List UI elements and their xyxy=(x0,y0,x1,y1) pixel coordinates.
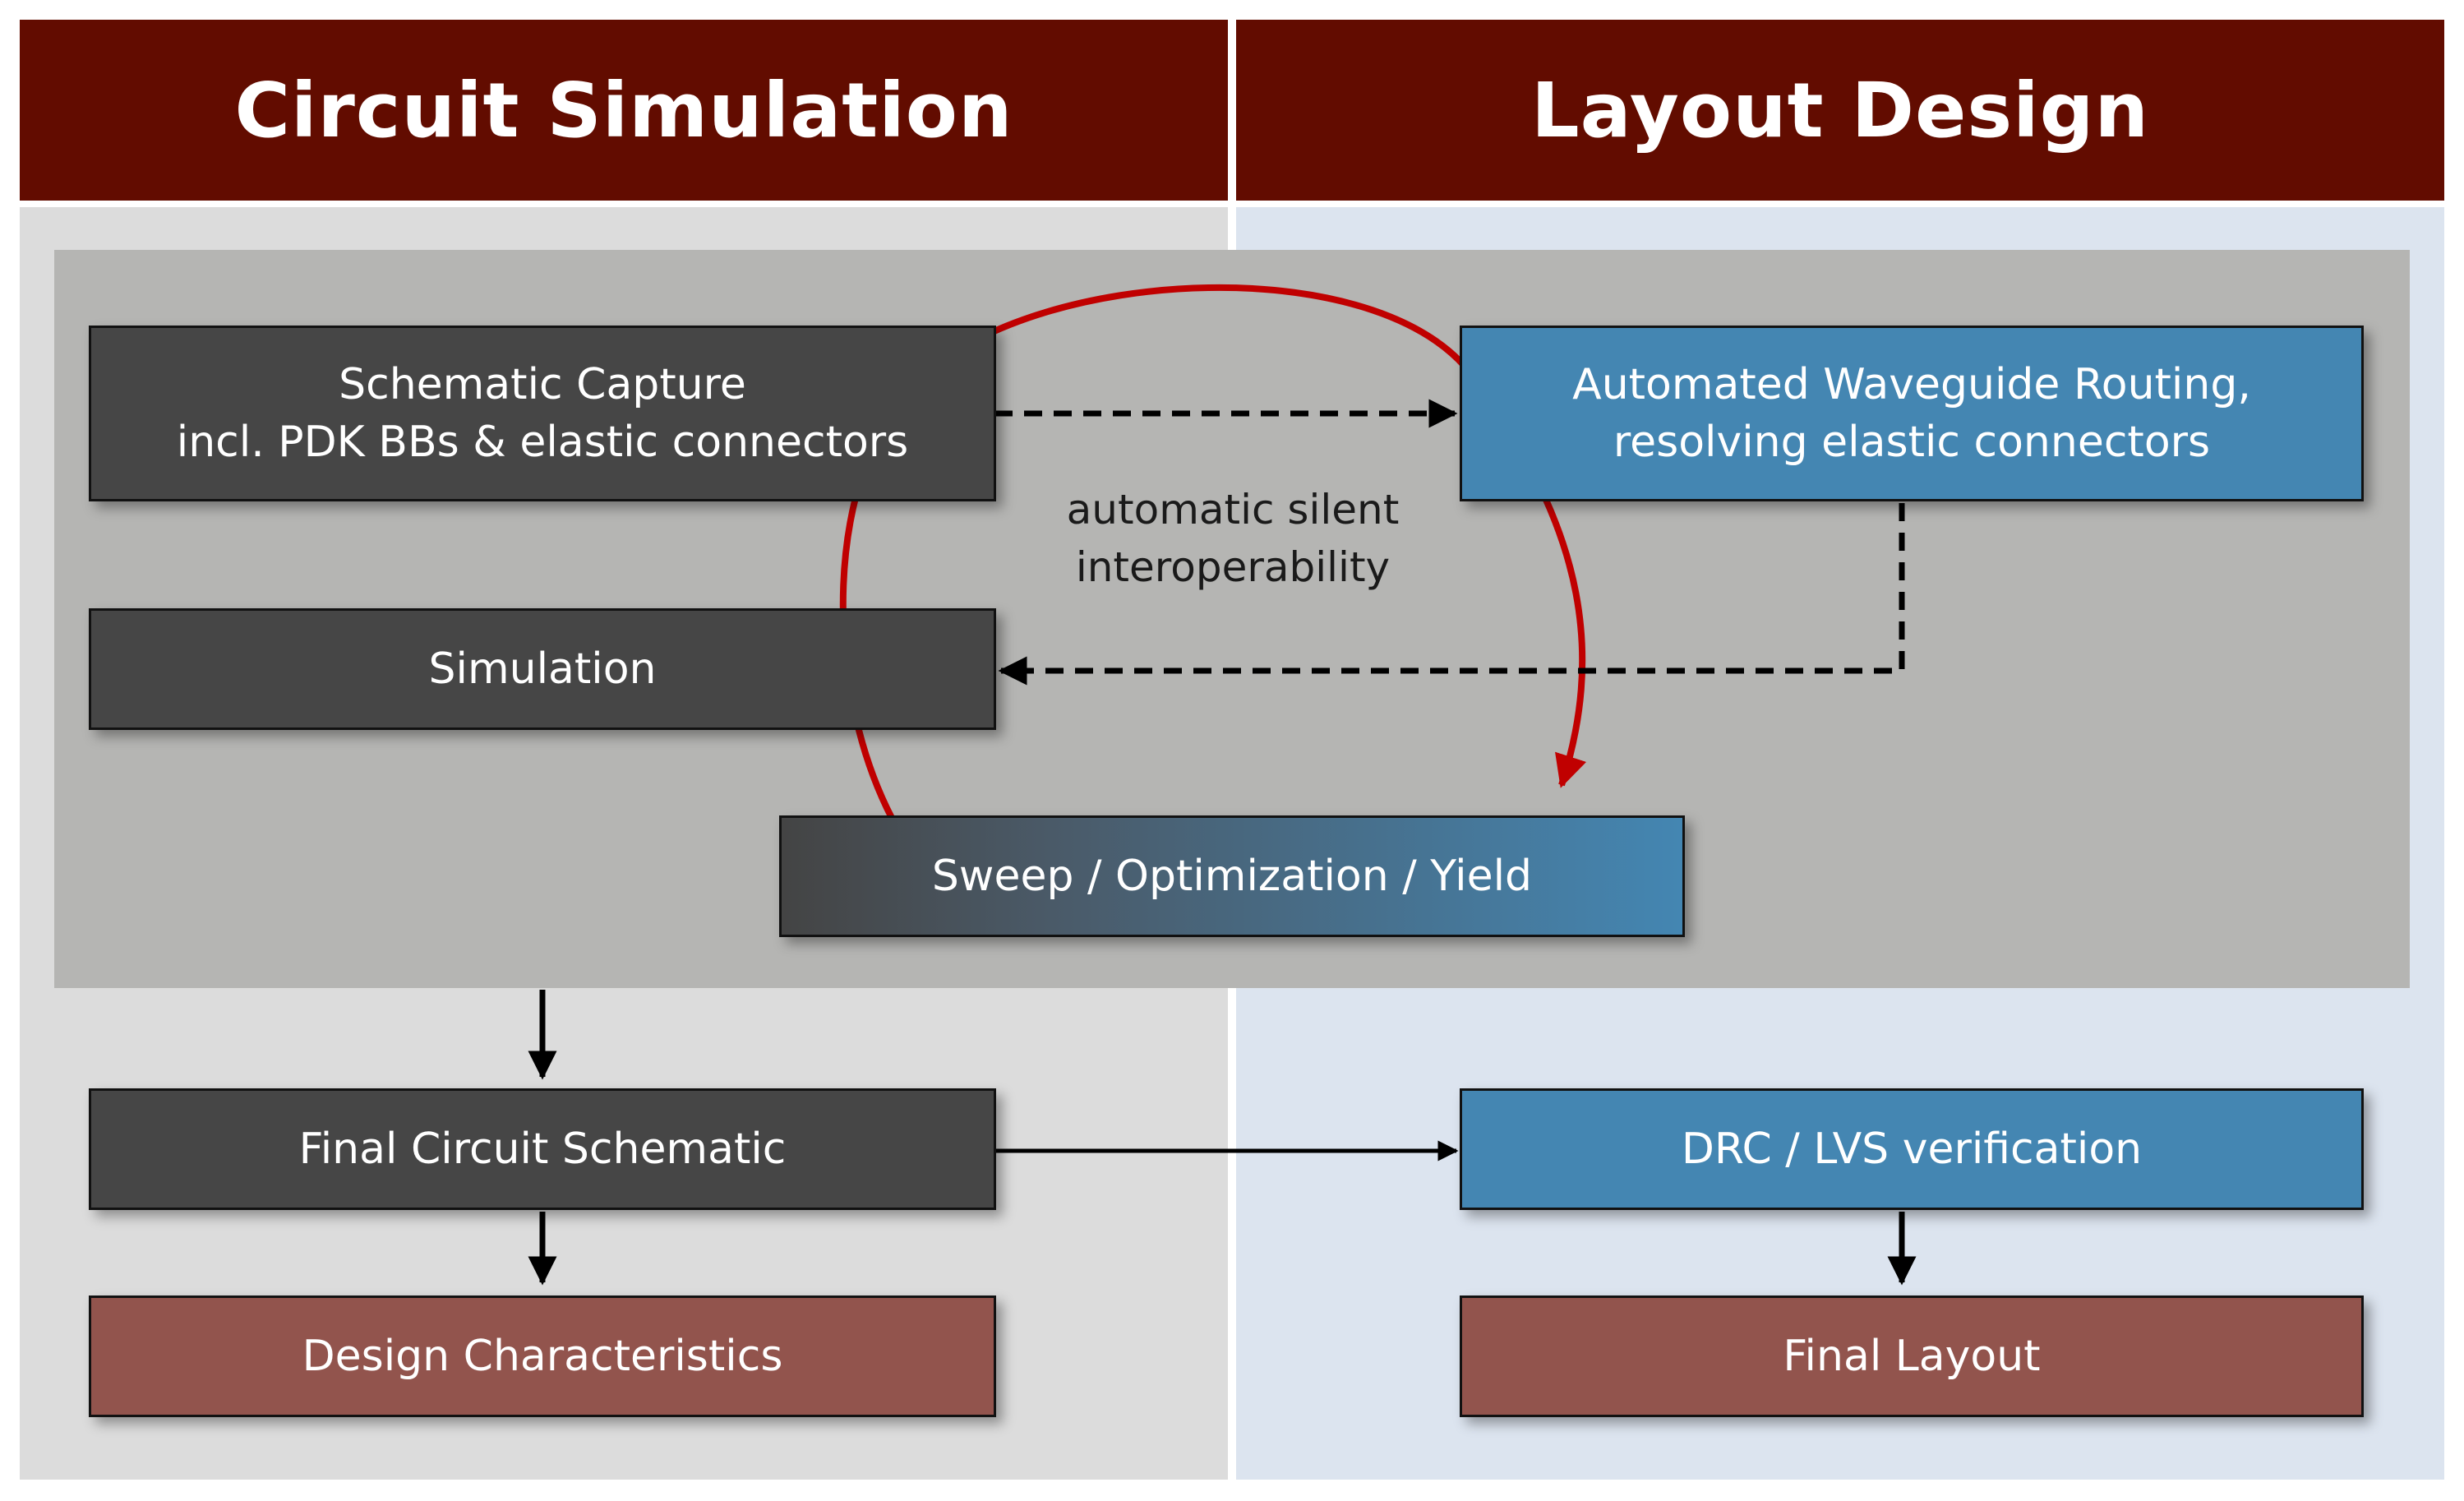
drc-lvs-box: DRC / LVS verification xyxy=(1460,1088,2364,1210)
sweep-optimization-label: Sweep / Optimization / Yield xyxy=(931,852,1533,901)
circuit-simulation-header: Circuit Simulation xyxy=(20,20,1228,201)
interoperability-label: automatic silent interoperability xyxy=(1066,486,1400,591)
final-circuit-schematic-box: Final Circuit Schematic xyxy=(89,1088,996,1210)
final-layout-box: Final Layout xyxy=(1460,1295,2364,1417)
layout-design-title: Layout Design xyxy=(1531,66,2149,155)
layout-design-header: Layout Design xyxy=(1236,20,2444,201)
sweep-optimization-box: Sweep / Optimization / Yield xyxy=(779,815,1685,937)
simulation-box: Simulation xyxy=(89,608,996,730)
interoperability-loop-arrow xyxy=(839,284,1587,820)
waveguide-routing-label: Automated Waveguide Routing, resolving e… xyxy=(1572,360,2251,467)
final-circuit-schematic-label: Final Circuit Schematic xyxy=(298,1125,787,1174)
circuit-simulation-title: Circuit Simulation xyxy=(234,66,1013,155)
simulation-label: Simulation xyxy=(428,644,657,694)
final-layout-label: Final Layout xyxy=(1783,1332,2041,1381)
schematic-capture-label: Schematic Capture incl. PDK BBs & elasti… xyxy=(176,360,909,467)
drc-lvs-label: DRC / LVS verification xyxy=(1681,1125,2143,1174)
waveguide-routing-box: Automated Waveguide Routing, resolving e… xyxy=(1460,326,2364,501)
design-characteristics-label: Design Characteristics xyxy=(302,1332,783,1381)
design-characteristics-box: Design Characteristics xyxy=(89,1295,996,1417)
schematic-capture-box: Schematic Capture incl. PDK BBs & elasti… xyxy=(89,326,996,501)
